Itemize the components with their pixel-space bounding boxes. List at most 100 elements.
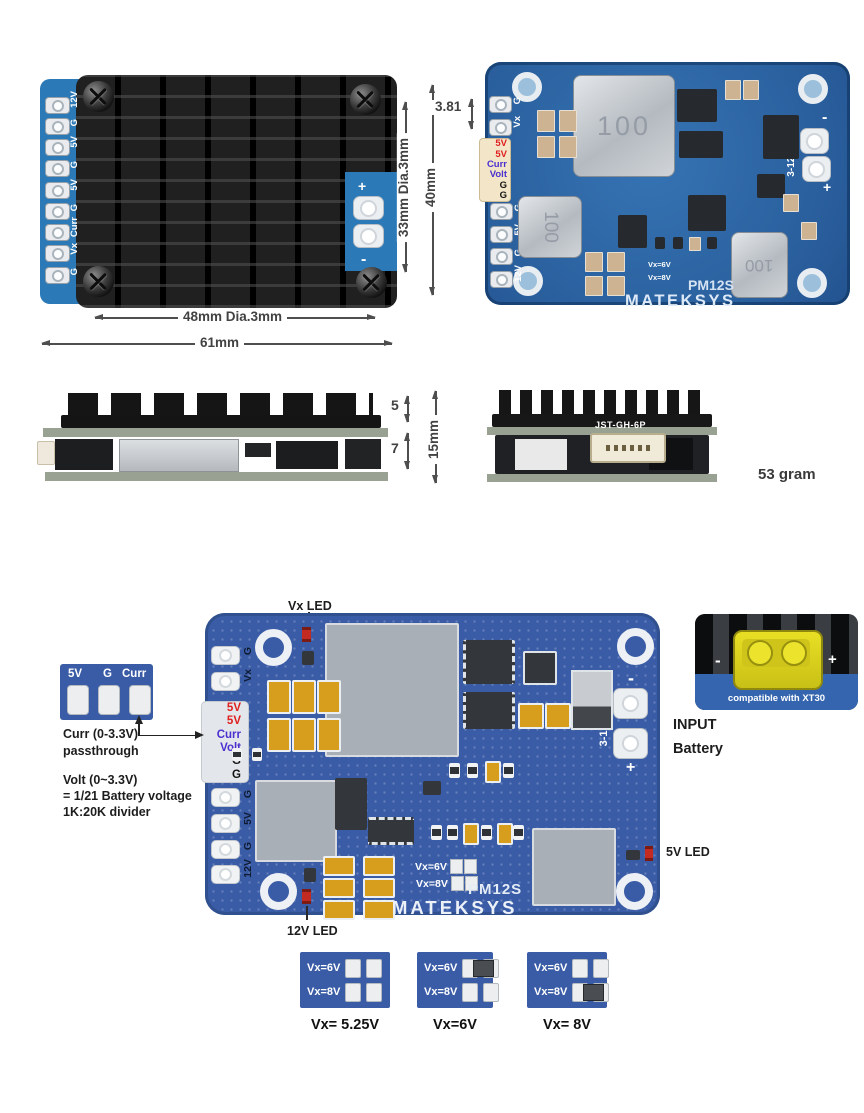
dim-7: 7 — [386, 440, 404, 457]
breakout-pin-label: G — [103, 668, 112, 680]
battery-label: Battery — [673, 741, 723, 757]
capacitor — [363, 900, 395, 920]
pad — [45, 160, 70, 177]
pad — [45, 245, 70, 262]
pin-label: 5V — [69, 136, 80, 148]
board-jumper-label: Vx=8V — [416, 878, 448, 890]
screw — [350, 84, 381, 115]
capacitor — [292, 680, 316, 714]
xt30-pin — [747, 640, 773, 666]
component — [276, 441, 338, 469]
pad — [45, 267, 70, 284]
inductor-label: 100 — [745, 256, 774, 275]
pin-label: G — [242, 790, 254, 799]
jumper-pads — [462, 959, 500, 978]
pad — [45, 97, 70, 114]
power-pad — [800, 128, 829, 154]
component — [325, 623, 459, 757]
component — [655, 237, 665, 249]
conn-pin-label: 5V — [495, 138, 507, 150]
component — [523, 651, 557, 685]
screw — [356, 267, 387, 298]
mount-hole — [513, 266, 543, 296]
pin-label: 12V — [513, 265, 524, 282]
pad — [45, 203, 70, 220]
minus-label: - — [628, 668, 634, 688]
board-diagram: G Vx 5V 5V Curr Volt G G G 5V G 12V - 3-… — [201, 613, 660, 920]
pad — [211, 840, 240, 859]
breakout-box: 5V G Curr — [60, 664, 153, 720]
component — [618, 215, 647, 248]
component — [463, 692, 515, 729]
jumper-bridge — [473, 960, 495, 977]
power-pad — [802, 156, 831, 182]
component — [537, 110, 555, 132]
jumper-row-label: Vx=8V — [424, 986, 458, 998]
jumper-option-box: Vx=6V Vx=8V — [417, 952, 500, 1008]
pcb-layer — [487, 474, 717, 482]
xt30-pin — [781, 640, 807, 666]
jumper-row: Vx=8V — [307, 983, 383, 1002]
screw — [83, 81, 114, 112]
volt-note: 1K:20K divider — [63, 805, 151, 819]
minus-label: - — [715, 651, 721, 670]
pad — [67, 685, 89, 715]
component — [255, 780, 337, 862]
conn-pin-label: 5V — [226, 701, 241, 714]
jumper-pads — [572, 983, 610, 1002]
inductor: 100 — [518, 196, 582, 258]
jumper-option-caption: Vx= 8V — [543, 1017, 591, 1033]
conn-pin-label: G — [499, 190, 507, 202]
brand-label: MATEKSYS — [392, 897, 518, 918]
heatsink — [76, 75, 397, 308]
capacitor — [497, 823, 513, 845]
mount-hole — [617, 628, 654, 665]
jumper-option-caption: Vx= 5.25V — [310, 1017, 380, 1033]
component — [537, 136, 555, 158]
pad — [45, 139, 70, 156]
curr-arrow-vertical — [135, 715, 142, 736]
capacitor — [317, 680, 341, 714]
component — [559, 136, 577, 158]
connector-side — [37, 441, 55, 465]
jumper-pad — [450, 859, 463, 874]
pin-label: Vx — [242, 669, 254, 682]
heatsink-base — [492, 414, 712, 427]
capacitor — [363, 856, 395, 876]
connector-label: JST-GH-6P — [595, 420, 647, 430]
pad — [129, 685, 151, 715]
plus-label: + — [823, 179, 832, 195]
breakout-pin-label: Curr — [122, 668, 147, 680]
board-jumper-label: Vx=8V — [648, 273, 671, 282]
board-jumper-label: Vx=6V — [648, 260, 671, 269]
component — [245, 443, 271, 457]
12v-led — [302, 889, 311, 904]
jumper-bridge — [583, 984, 605, 1001]
conn-pin-label: Volt — [489, 169, 507, 181]
jumper-row: Vx=6V — [307, 959, 383, 978]
dim-3p81: 3.81 — [430, 99, 467, 115]
board-top-heatsink: 12V G 5V G 5V G Curr Vx G + - — [40, 75, 397, 308]
xt30-photo: - + compatible with XT30 — [695, 614, 858, 710]
capacitor — [518, 703, 544, 729]
curr-note: passthrough — [63, 744, 139, 758]
resistor — [503, 763, 514, 778]
plus-label: + — [358, 178, 367, 194]
component — [571, 670, 613, 730]
weight-label: 53 gram — [758, 466, 816, 483]
jumper-row: Vx=6V — [534, 959, 610, 978]
pad — [211, 814, 240, 833]
component — [725, 80, 741, 100]
pin-label: 12V — [69, 91, 80, 108]
plus-label: + — [828, 651, 837, 668]
model-label: PM12S — [688, 277, 734, 293]
vx-led-label: Vx LED — [288, 599, 332, 613]
pin-label: G — [512, 97, 523, 105]
component — [532, 828, 616, 906]
component — [783, 194, 799, 212]
dim-arrow-3p81 — [468, 98, 475, 130]
dim-40mm: 40mm — [423, 163, 439, 213]
mount-hole — [797, 268, 827, 298]
component — [743, 80, 759, 100]
pin-label: G — [242, 647, 254, 656]
